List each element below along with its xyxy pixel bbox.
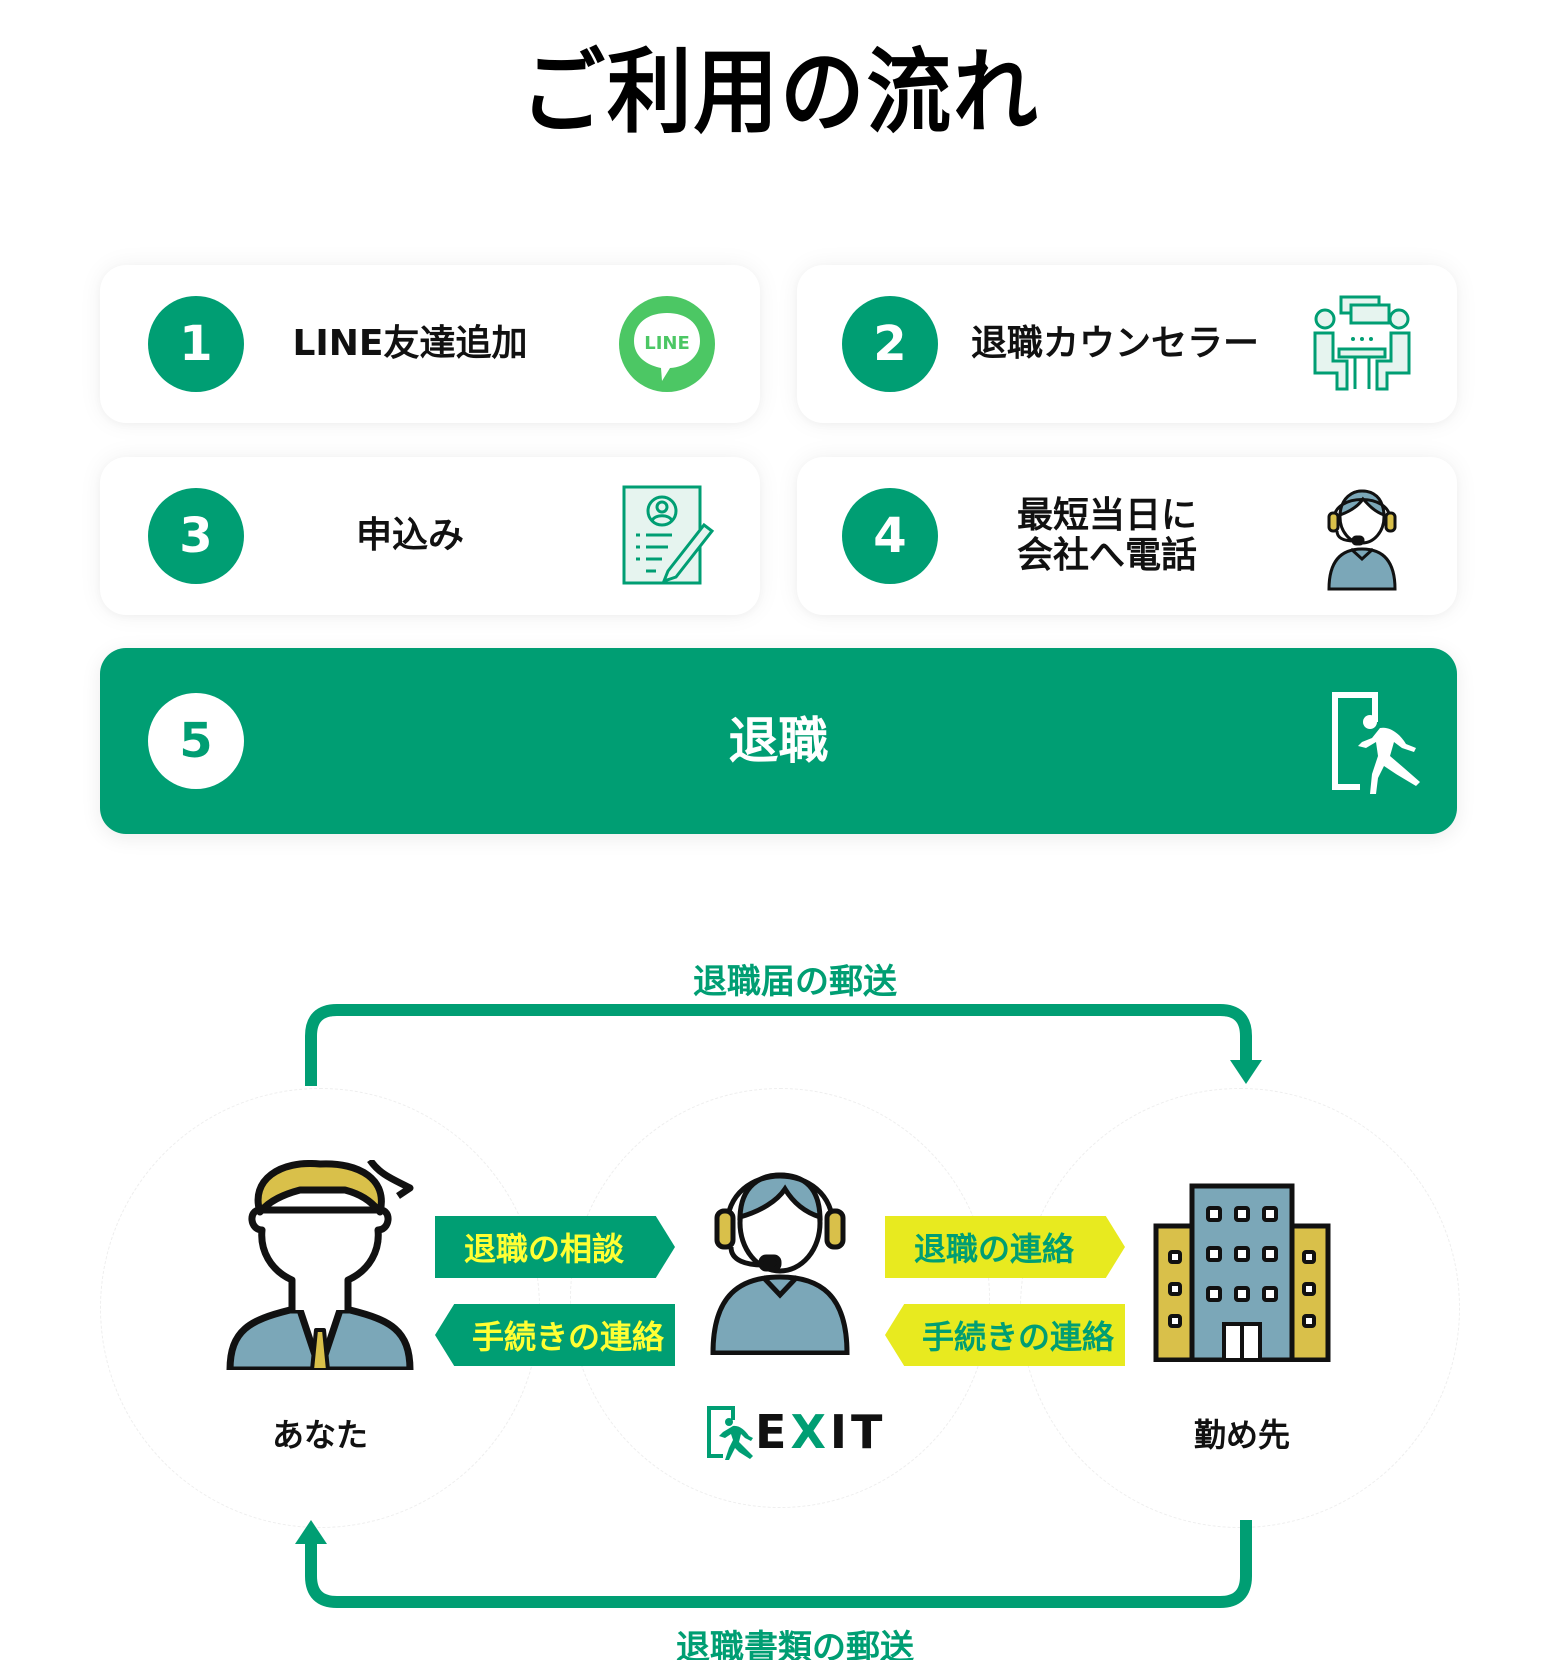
emergency-exit-icon: [1318, 686, 1428, 796]
step-label-5: 退職: [728, 712, 829, 770]
step-number-2: 2: [842, 296, 938, 392]
exit-logo: EXIT: [705, 1404, 886, 1460]
step-label-1: LINE友達追加: [292, 322, 528, 364]
step-number-4: 4: [842, 488, 938, 584]
tag-exit-to-you: 手続きの連絡: [435, 1304, 675, 1366]
step-label-4: 最短当日に 会社へ電話: [957, 457, 1257, 615]
step-label-2: 退職カウンセラー: [970, 322, 1259, 364]
bottom-flow-arrow-line: [305, 1520, 1252, 1608]
step-label-3: 申込み: [355, 514, 464, 556]
step-number-1: 1: [148, 296, 244, 392]
party-label-you: あなた: [271, 1416, 368, 1454]
step-card-1: 1 LINE友達追加 LINE: [100, 265, 760, 423]
application-form-icon: [610, 481, 720, 591]
page-title: ご利用の流れ: [520, 39, 1040, 146]
bottom-flow-label: 退職書類の郵送: [676, 1628, 914, 1660]
step-label-4-line1: 最短当日に: [1016, 494, 1197, 536]
step-card-3: 3 申込み: [100, 457, 760, 615]
step-card-2: 2 退職カウンセラー: [797, 265, 1457, 423]
party-label-company: 勤め先: [1193, 1416, 1290, 1454]
step-number-5: 5: [148, 693, 244, 789]
tag-exit-to-company: 退職の連絡: [885, 1216, 1125, 1278]
step-card-5: 5 退職: [100, 648, 1457, 834]
counseling-meeting-icon: [1307, 289, 1417, 399]
step-label-4-line2: 会社へ電話: [1016, 535, 1197, 576]
you-illustration-icon: [220, 1157, 420, 1374]
tag-company-to-exit: 手続きの連絡: [885, 1304, 1125, 1366]
top-flow-label: 退職届の郵送: [693, 962, 897, 1002]
tag-you-to-exit: 退職の相談: [435, 1216, 675, 1278]
operator-headset-icon: [1307, 481, 1417, 591]
top-flow-arrowhead: [1230, 1060, 1262, 1084]
line-icon-text: LINE: [644, 333, 690, 354]
office-building-icon: [1152, 1182, 1332, 1363]
top-flow-arrow-line: [305, 1004, 1252, 1086]
exit-operator-icon: [705, 1155, 855, 1356]
step-number-3: 3: [148, 488, 244, 584]
exit-logo-text: EXIT: [755, 1405, 887, 1459]
line-app-icon: LINE: [612, 289, 722, 399]
exit-logo-mark-icon: [707, 1406, 753, 1460]
step-card-4: 4 最短当日に 会社へ電話: [797, 457, 1457, 615]
